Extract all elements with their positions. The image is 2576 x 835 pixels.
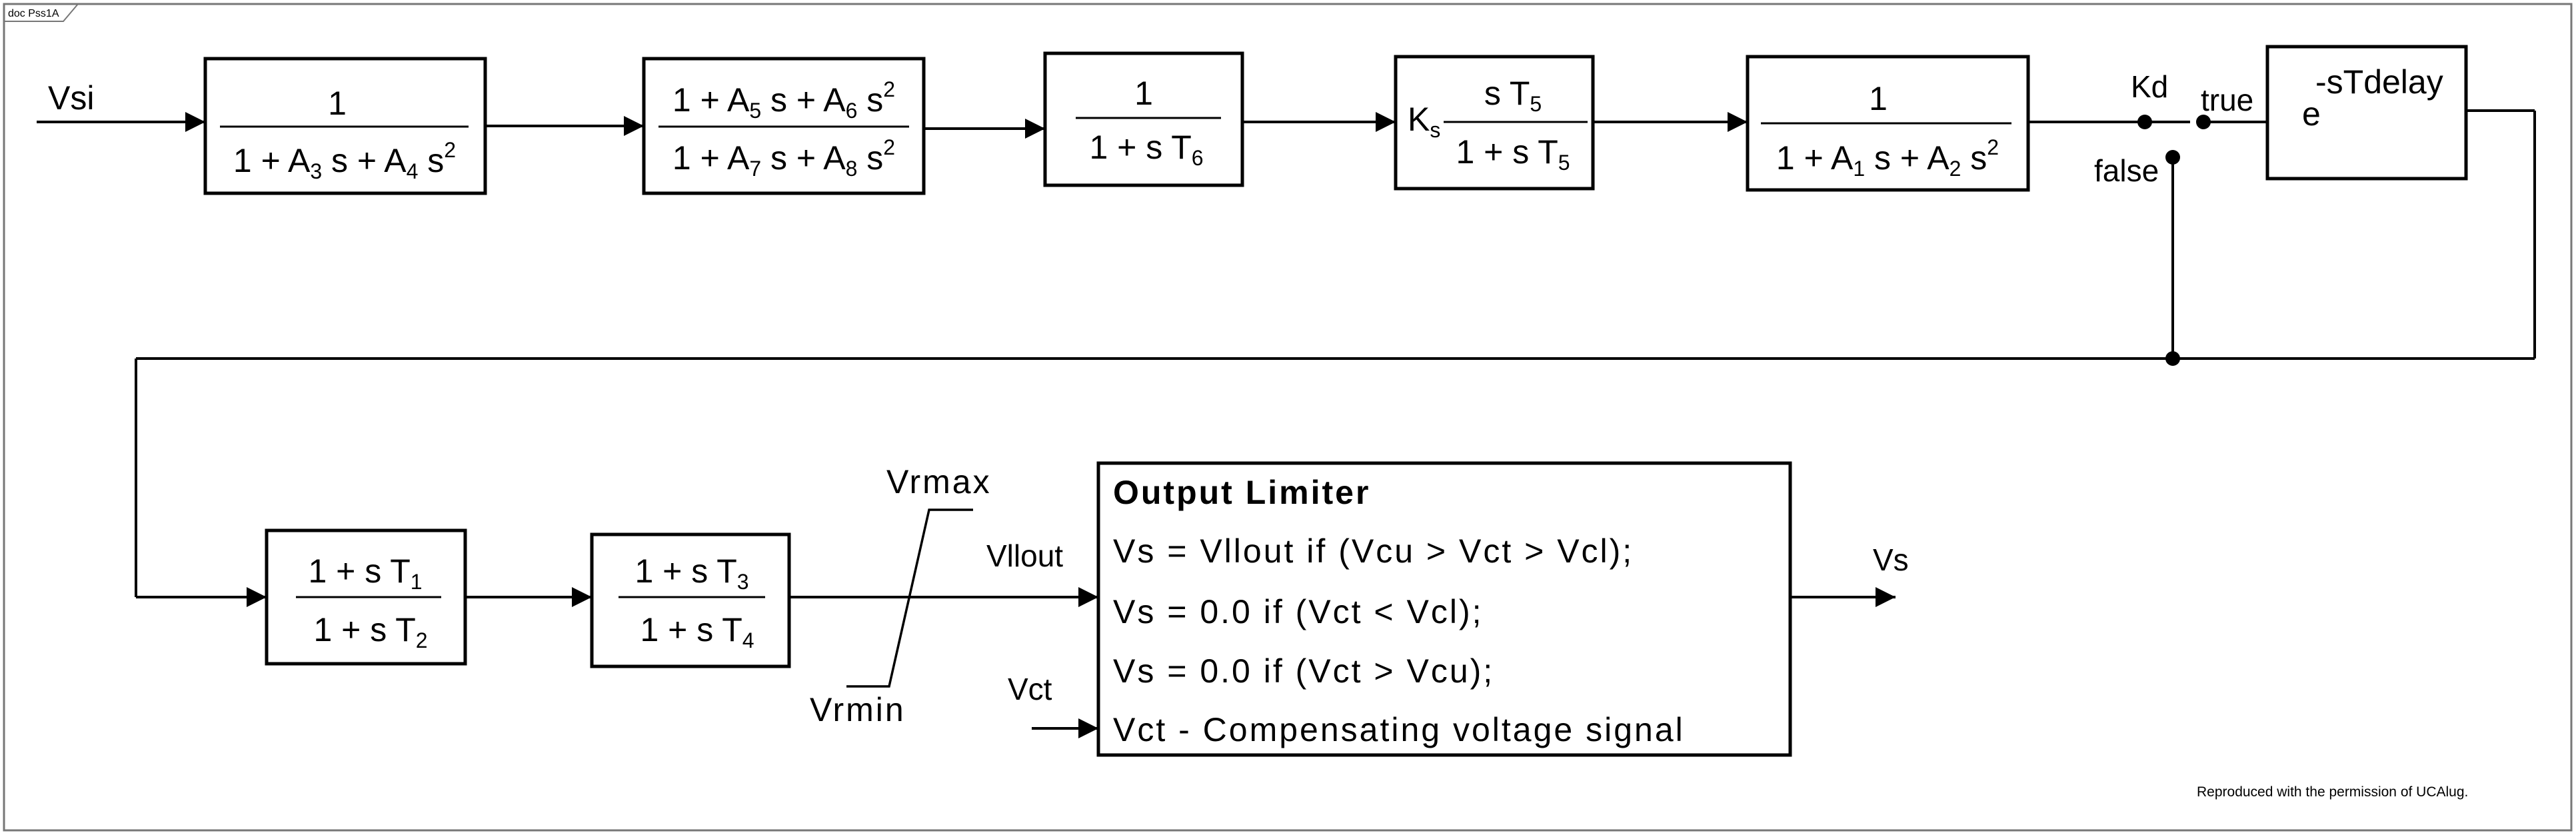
limiter-symbol (846, 508, 973, 688)
block-1-numerator: 1 (328, 85, 347, 122)
block-6-numerator: 1 + s T1 (308, 552, 422, 594)
block-3-numerator: 1 (1134, 75, 1153, 112)
block-4-denominator: 1 + s T5 (1456, 133, 1570, 175)
block-5-transfer: 1 1 + A1 s + A2 s2 (1746, 55, 2030, 192)
block-5-numerator: 1 (1869, 80, 1888, 117)
output-limiter-title: Output Limiter (1113, 474, 1370, 511)
block-2-numerator: 1 + A5 s + A6 s2 (672, 77, 895, 123)
block-3-denominator: 1 + s T6 (1089, 129, 1203, 170)
vct-label: Vct (1008, 672, 1052, 706)
vrmin-label: Vrmin (810, 691, 906, 728)
vllout-label: Vllout (986, 538, 1063, 573)
limiter-line-4: Vct - Compensating voltage signal (1113, 711, 1685, 748)
vs-label: Vs (1873, 542, 1909, 577)
frame-tab (3, 3, 79, 22)
permission-credit: Reproduced with the permission of UCAlug… (2197, 784, 2468, 800)
delay-exponent: -sTdelay (2315, 63, 2443, 101)
block-5-denominator: 1 + A1 s + A2 s2 (1776, 135, 1999, 181)
vsi-label: Vsi (48, 79, 94, 117)
limiter-line-2: Vs = 0.0 if (Vct < Vcl); (1113, 593, 1484, 630)
block-7-lead-lag: 1 + s T3 1 + s T4 (590, 532, 791, 668)
block-3-lag: 1 1 + s T6 (1043, 51, 1244, 187)
output-limiter-box: Output Limiter Vs = Vllout if (Vcu > Vct… (1096, 461, 1792, 757)
delay-block: e -sTdelay (2265, 45, 2468, 181)
block-2-denominator: 1 + A7 s + A8 s2 (672, 135, 895, 181)
block-2-transfer: 1 + A5 s + A6 s2 1 + A7 s + A8 s2 (642, 57, 926, 195)
limiter-line-1: Vs = Vllout if (Vcu > Vct > Vcl); (1113, 532, 1634, 570)
block-7-numerator: 1 + s T3 (635, 552, 748, 594)
block-4-gain: Ks (1408, 101, 1440, 142)
limiter-line-3: Vs = 0.0 if (Vct > Vcu); (1113, 652, 1494, 690)
kd-label: Kd (2131, 69, 2168, 104)
block-6-denominator: 1 + s T2 (313, 611, 427, 652)
vrmax-label: Vrmax (886, 463, 992, 500)
delay-base: e (2302, 95, 2321, 133)
false-label: false (2094, 153, 2159, 188)
junction-node (2165, 351, 2180, 366)
block-4-washout: Ks s T5 1 + s T5 (1394, 55, 1595, 191)
block-6-lead-lag: 1 + s T1 1 + s T2 (265, 528, 467, 666)
frame-tab-label: doc Pss1A (8, 8, 59, 19)
block-1-denominator: 1 + A3 s + A4 s2 (233, 138, 456, 183)
block-7-denominator: 1 + s T4 (640, 611, 754, 652)
true-label: true (2201, 83, 2253, 117)
block-1-transfer: 1 1 + A3 s + A4 s2 (203, 57, 487, 195)
diagram-frame (3, 3, 2573, 832)
block-4-numerator: s T5 (1484, 75, 1542, 116)
